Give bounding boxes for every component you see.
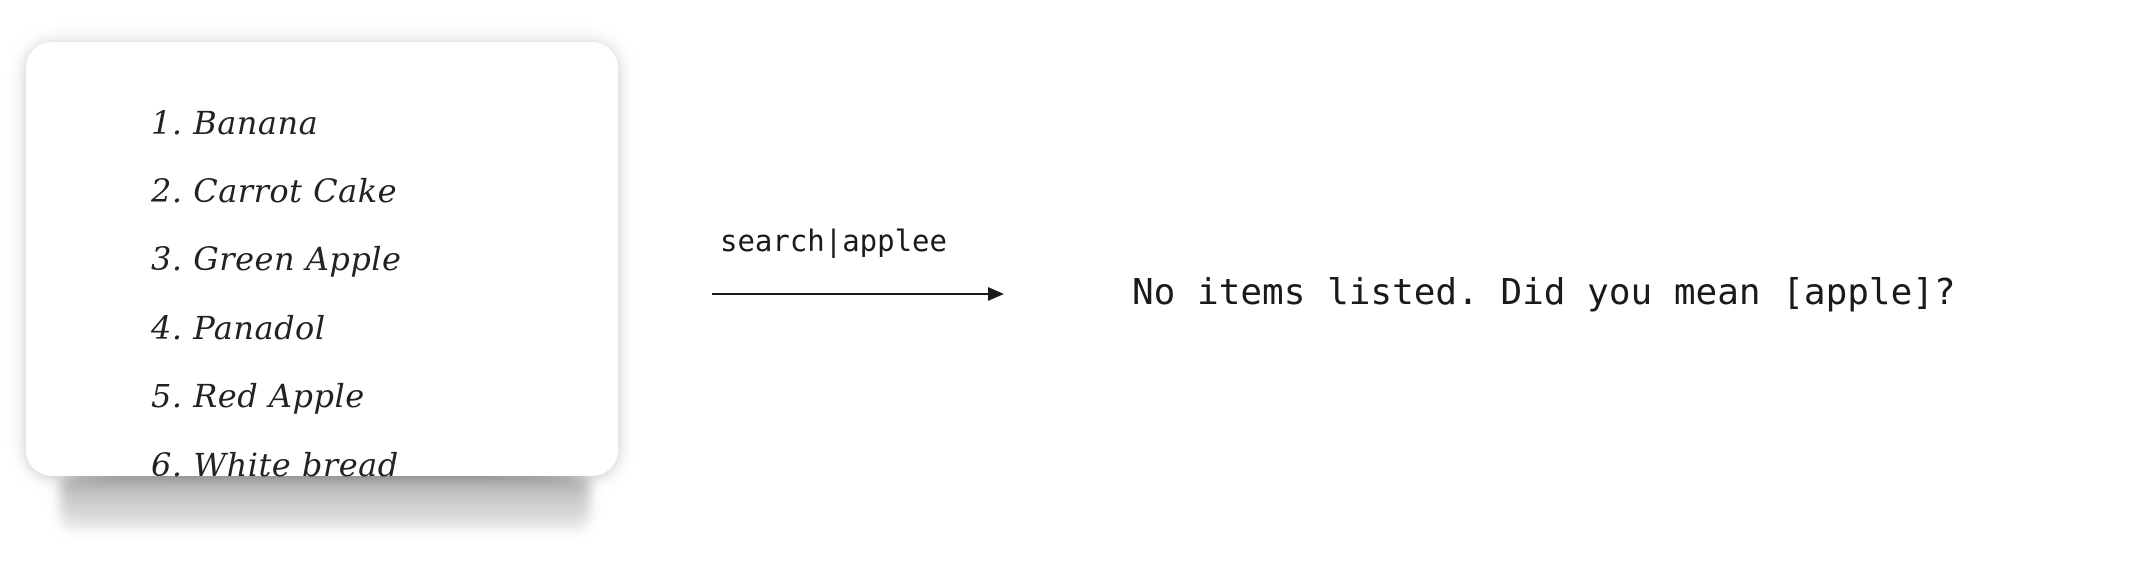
shopping-list-paper: 1. Banana 2. Carrot Cake 3. Green Apple …: [26, 42, 618, 484]
search-command-label: search|applee: [720, 224, 947, 258]
list-item: 3. Green Apple: [151, 240, 402, 278]
list-item: 4. Panadol: [151, 309, 326, 347]
arrow-right-icon: [712, 287, 1004, 301]
list-item: 5. Red Apple: [151, 377, 365, 415]
list-item: 2. Carrot Cake: [151, 172, 398, 210]
list-item: 6. White bread: [151, 446, 399, 484]
list-item: 1. Banana: [151, 104, 319, 142]
search-result-message: No items listed. Did you mean [apple]?: [1132, 272, 1956, 313]
